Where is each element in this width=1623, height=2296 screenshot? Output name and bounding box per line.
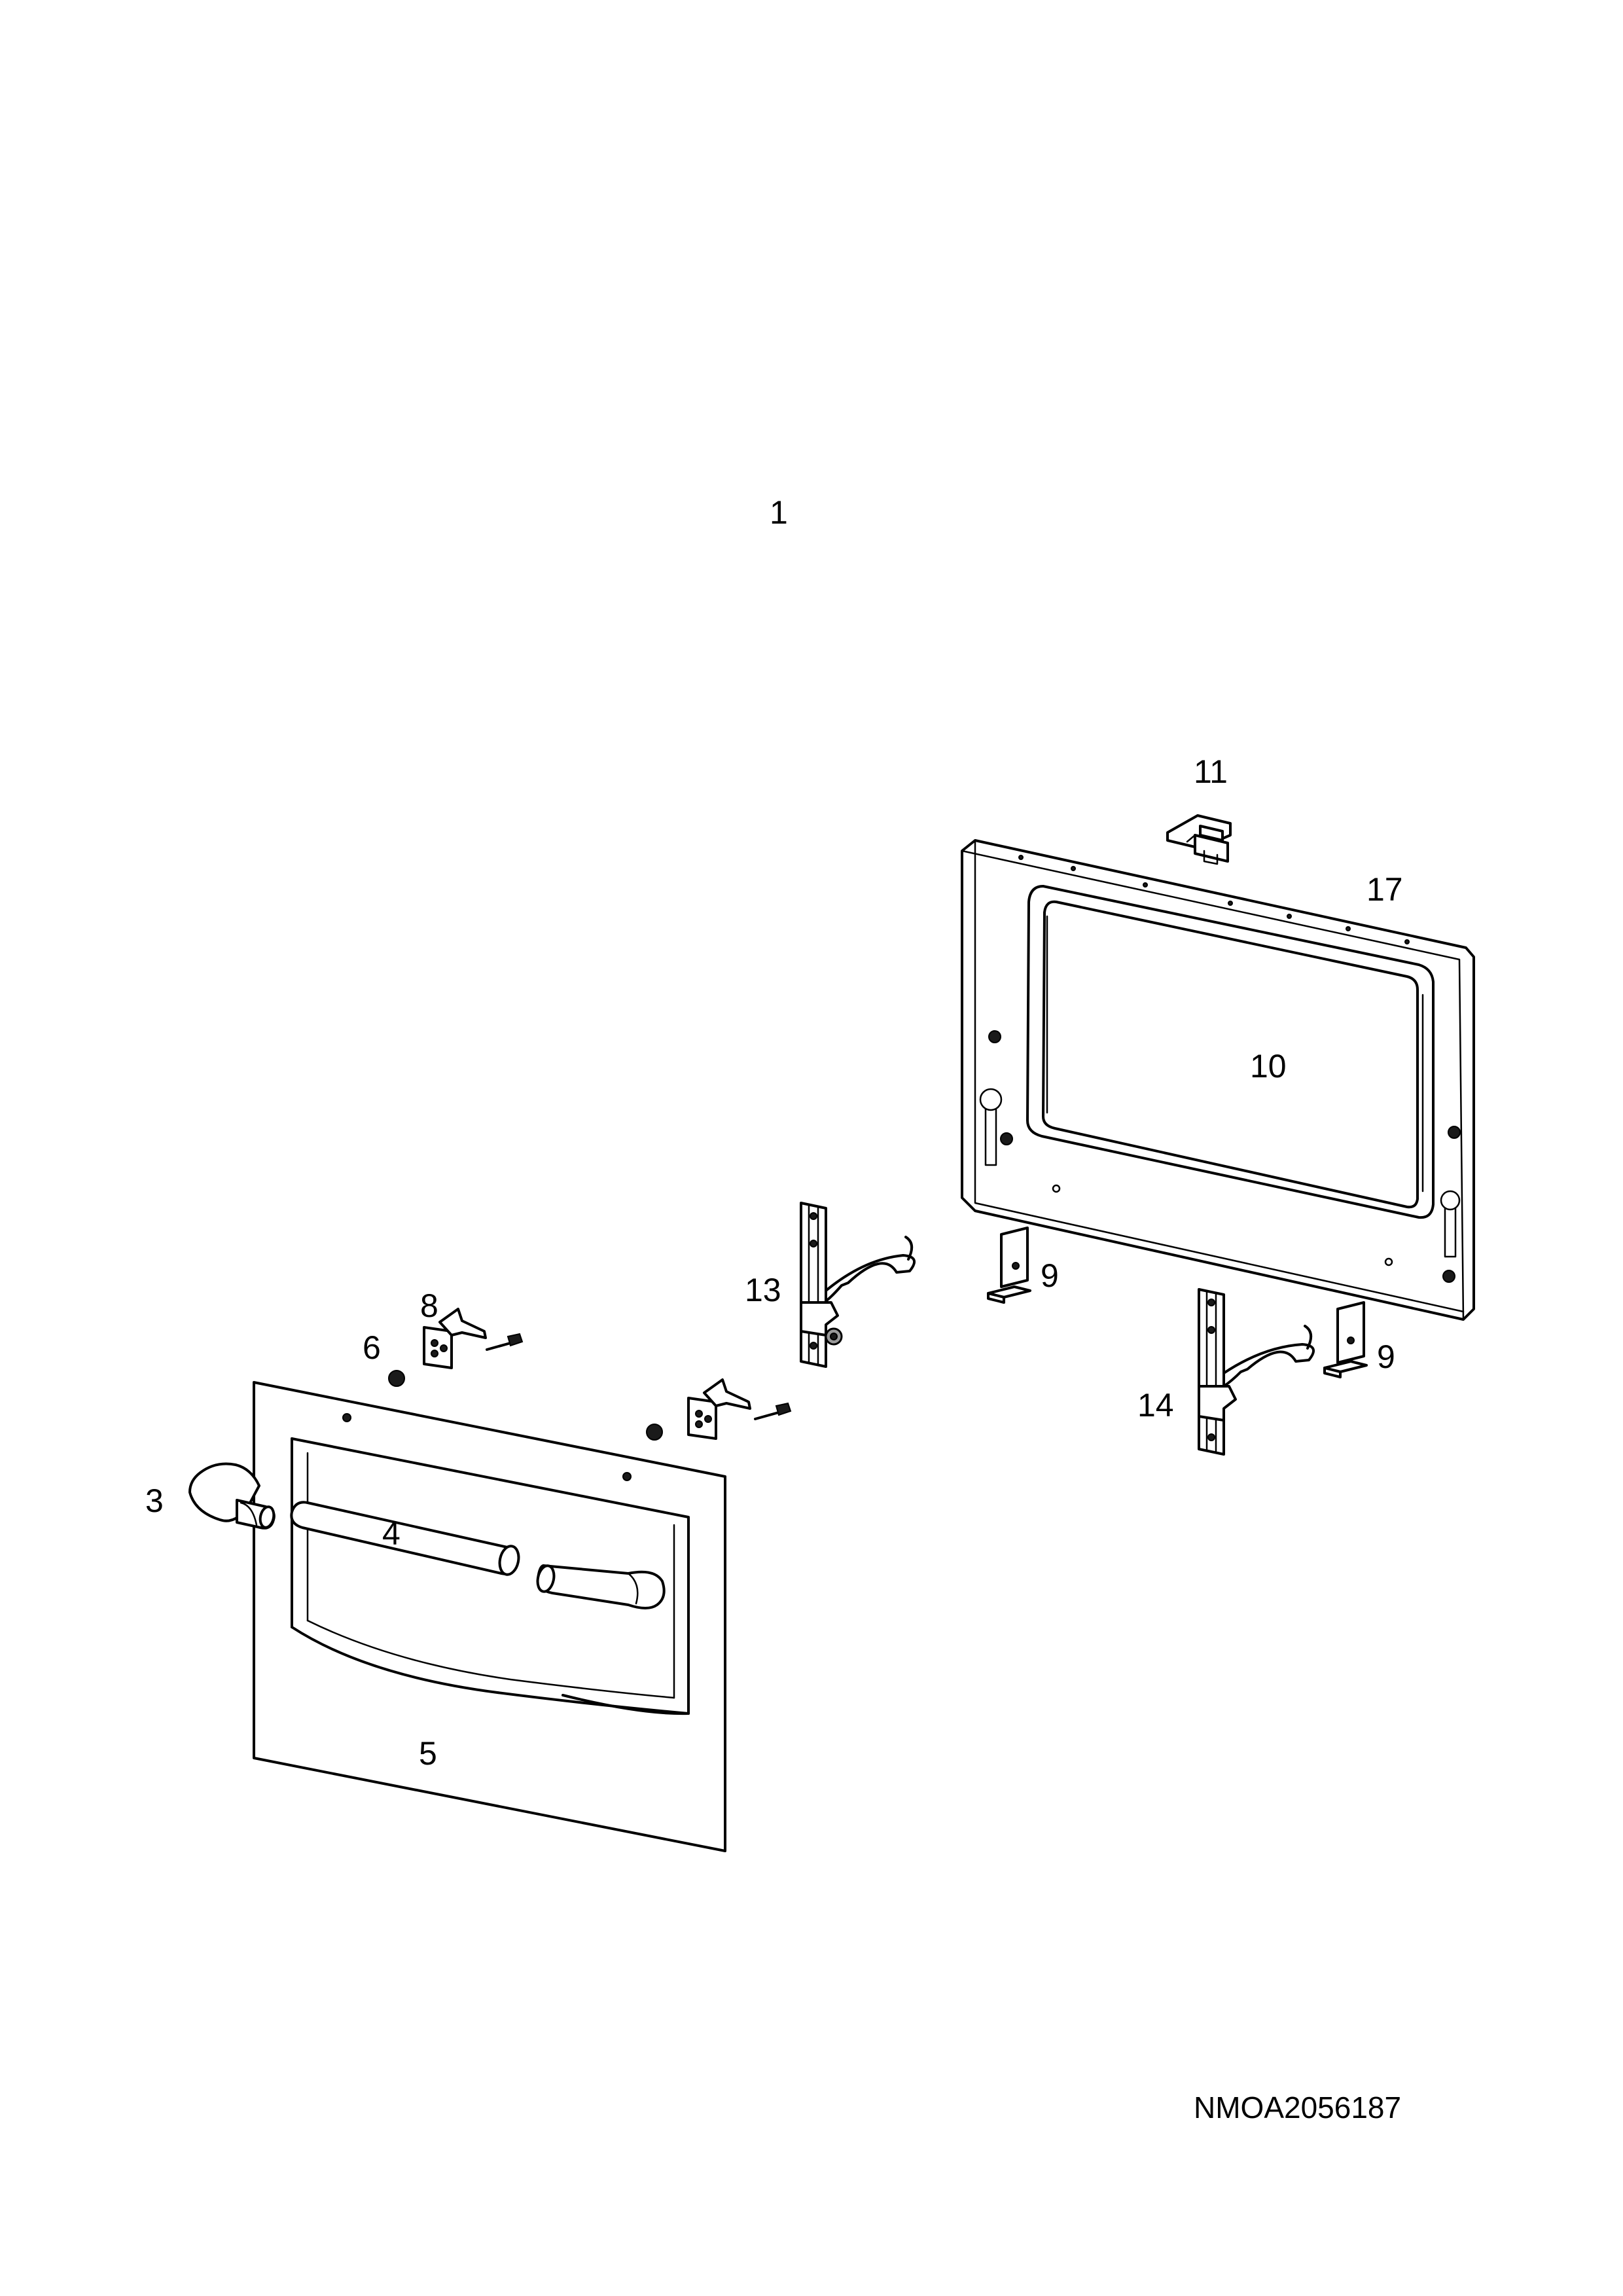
drawing-code: NMOA2056187: [1194, 2090, 1401, 2125]
frame-screw-hole: [1000, 1132, 1013, 1145]
top-clip: [1166, 814, 1232, 865]
handle-mount-left: [423, 1308, 487, 1369]
frame-screw-hole: [1448, 1126, 1461, 1139]
hinge-right: [1198, 1288, 1315, 1456]
outer-door-panel: [253, 1381, 726, 1852]
part-label-1: 1: [770, 494, 788, 531]
part-label-6: 6: [363, 1329, 381, 1366]
frame-hole: [1384, 1257, 1393, 1266]
inner-door-frame: [961, 839, 1475, 1321]
plug-left: [388, 1370, 405, 1387]
screw-left: [486, 1333, 524, 1351]
keyhole-slot-right: [1440, 1190, 1461, 1258]
bracket-left: [987, 1227, 1031, 1304]
part-labels: 1 3 4 5 6 8 9 9 10 11 13 14 17: [145, 494, 1403, 1772]
part-label-8: 8: [420, 1287, 438, 1324]
part-label-11: 11: [1194, 753, 1228, 790]
part-label-4: 4: [382, 1515, 401, 1552]
frame-screw-hole: [1442, 1270, 1455, 1283]
frame-screw-hole: [988, 1030, 1001, 1043]
handle-mount-right: [687, 1378, 751, 1440]
part-label-9-right: 9: [1377, 1338, 1395, 1375]
part-label-17: 17: [1366, 871, 1403, 908]
plug-right: [646, 1424, 663, 1441]
keyhole-slot-left: [979, 1088, 1003, 1166]
part-label-10: 10: [1250, 1048, 1287, 1085]
handle-tube: [290, 1501, 520, 1576]
bracket-right: [1323, 1301, 1368, 1378]
part-label-13: 13: [745, 1272, 781, 1308]
part-label-14: 14: [1137, 1387, 1174, 1424]
hinge-left: [800, 1202, 916, 1368]
handle-end-cap-left: [188, 1462, 276, 1530]
glass-panel: [1026, 885, 1435, 1219]
frame-hole: [1052, 1184, 1061, 1193]
part-label-5: 5: [419, 1735, 437, 1772]
part-label-9-left: 9: [1041, 1257, 1059, 1294]
part-label-3: 3: [145, 1482, 164, 1519]
handle-end-cap-right: [536, 1564, 666, 1609]
frame-top-slots: [1018, 855, 1410, 944]
screw-right: [754, 1402, 792, 1420]
